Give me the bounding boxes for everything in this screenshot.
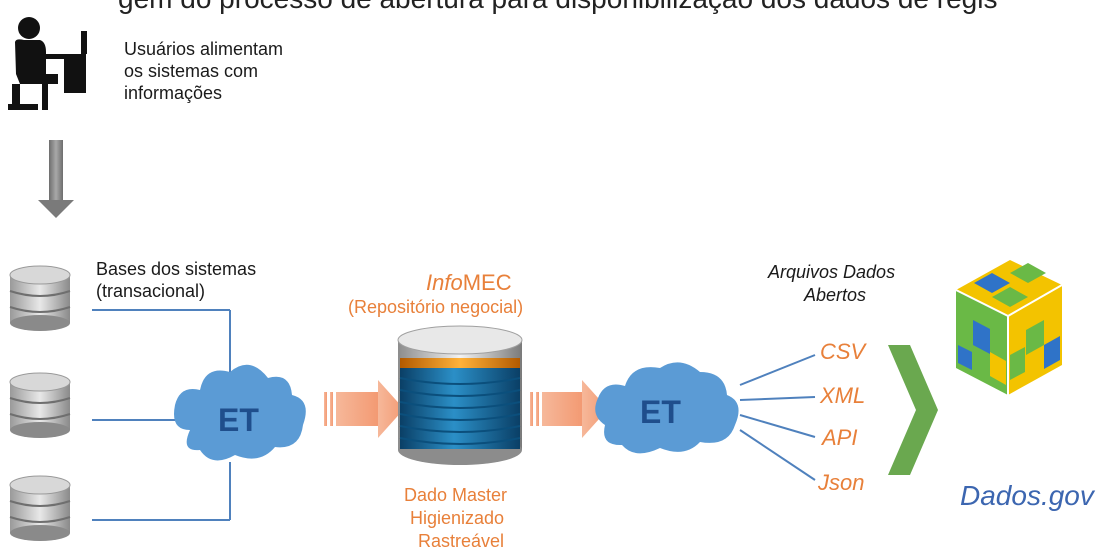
cloud-icon	[174, 364, 306, 461]
rubik-cube-icon	[955, 260, 1063, 395]
infomec-bottom-line: Dado Master	[404, 485, 508, 505]
et-label: ET	[640, 394, 681, 430]
user-caption-line: os sistemas com	[124, 61, 259, 81]
infomec-title: InfoMEC	[426, 270, 512, 296]
infomec-title-rest: MEC	[462, 270, 512, 295]
cloud-icon	[595, 362, 739, 454]
connector-lines	[92, 309, 231, 521]
format-connector-lines	[739, 354, 816, 481]
database-icon	[9, 265, 71, 332]
infomec-subtitle: (Repositório negocial)	[348, 297, 524, 317]
infomec-title-italic: Info	[426, 270, 463, 295]
down-arrow-icon	[38, 140, 74, 218]
striped-arrow-icon	[530, 380, 608, 438]
person-at-computer-icon	[8, 17, 87, 110]
portal-label: Dados.gov	[960, 480, 1094, 511]
database-icon	[9, 372, 71, 439]
striped-arrow-icon	[324, 380, 404, 438]
user-caption-line: informações	[124, 83, 223, 103]
et-label: ET	[218, 402, 259, 438]
format-label-xml: XML	[820, 383, 866, 408]
infomec-cylinder-icon	[397, 325, 523, 465]
open-files-caption-line: Arquivos Dados	[768, 262, 896, 282]
infomec-bottom-line: Rastreável	[418, 531, 505, 551]
sources-caption-line: (transacional)	[96, 281, 206, 301]
user-caption-line: Usuários alimentam	[124, 39, 284, 59]
infomec-bottom-line: Higienizado	[410, 508, 505, 528]
open-files-caption-line: Abertos	[804, 285, 867, 305]
format-label-csv: CSV	[820, 339, 866, 364]
sources-caption-line: Bases dos sistemas	[96, 259, 257, 279]
chevron-right-icon	[888, 345, 938, 475]
format-label-json: Json	[818, 470, 865, 495]
header-text: gem do processo de abertura para disponi…	[118, 0, 997, 15]
database-icon	[9, 475, 71, 542]
format-label-api: API	[822, 425, 858, 450]
